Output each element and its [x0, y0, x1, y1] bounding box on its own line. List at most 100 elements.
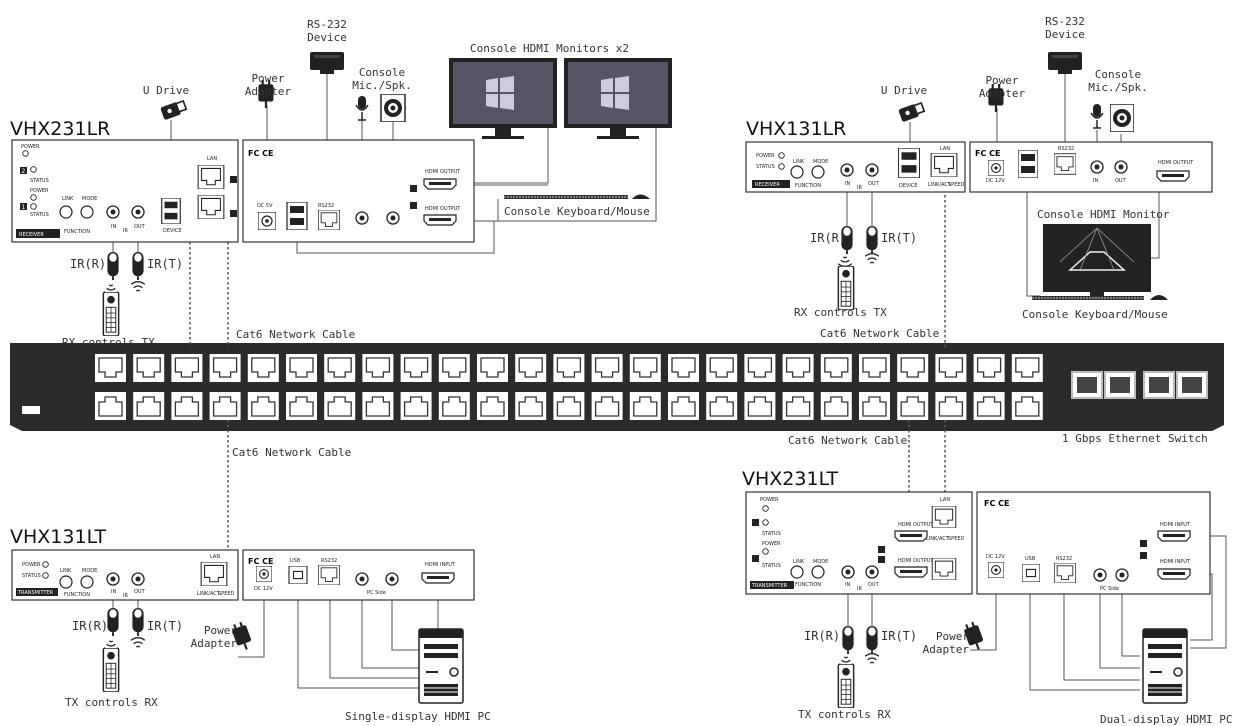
- switch-ethernet-port[interactable]: [324, 354, 356, 382]
- usb-b-port[interactable]: [288, 566, 308, 584]
- switch-ethernet-port[interactable]: [820, 392, 852, 420]
- link-button[interactable]: [790, 165, 804, 179]
- switch-ethernet-port[interactable]: [935, 354, 967, 382]
- switch-ethernet-port[interactable]: [859, 392, 890, 420]
- link-button[interactable]: [59, 575, 73, 589]
- switch-ethernet-port[interactable]: [209, 354, 241, 382]
- mode-button[interactable]: [80, 205, 94, 219]
- switch-ethernet-port[interactable]: [438, 392, 470, 420]
- ir-out-jack[interactable]: [131, 572, 145, 586]
- rs232-port[interactable]: [318, 565, 340, 585]
- switch-ethernet-port[interactable]: [133, 392, 165, 420]
- rs232-port[interactable]: [1054, 563, 1076, 583]
- switch-ethernet-port[interactable]: [1011, 354, 1043, 382]
- hdmi-output-1[interactable]: [423, 214, 457, 226]
- dc-power-jack[interactable]: [988, 562, 1004, 578]
- switch-ethernet-port[interactable]: [515, 392, 547, 420]
- lan-port[interactable]: [930, 153, 958, 177]
- mode-button[interactable]: [811, 565, 825, 579]
- switch-ethernet-port[interactable]: [668, 392, 699, 420]
- ir-in-jack[interactable]: [841, 565, 855, 579]
- ir-out-jack[interactable]: [131, 205, 145, 219]
- switch-ethernet-port[interactable]: [935, 392, 967, 420]
- link-button[interactable]: [790, 565, 804, 579]
- ir-in-jack[interactable]: [106, 205, 120, 219]
- usb-b-port[interactable]: [1022, 564, 1040, 582]
- usb-device-ports[interactable]: [161, 198, 181, 224]
- switch-ethernet-port[interactable]: [362, 354, 394, 382]
- switch-ethernet-port[interactable]: [897, 354, 929, 382]
- hdmi-input-1[interactable]: [1157, 568, 1191, 580]
- switch-ethernet-port[interactable]: [782, 392, 814, 420]
- mic-jack[interactable]: [355, 211, 369, 225]
- usb-device-ports[interactable]: [898, 148, 920, 178]
- dc-power-jack[interactable]: [256, 566, 272, 582]
- usb-console-ports[interactable]: [1018, 150, 1038, 178]
- dc-power-jack[interactable]: [988, 160, 1004, 176]
- dc-power-jack[interactable]: [258, 212, 276, 230]
- switch-ethernet-port[interactable]: [744, 392, 776, 420]
- switch-ethernet-port[interactable]: [820, 354, 852, 382]
- switch-ethernet-port[interactable]: [629, 392, 661, 420]
- switch-ethernet-port[interactable]: [706, 392, 738, 420]
- spk-jack[interactable]: [1114, 160, 1128, 174]
- switch-ethernet-port[interactable]: [171, 354, 203, 382]
- switch-ethernet-port[interactable]: [95, 392, 126, 420]
- switch-ethernet-port[interactable]: [668, 354, 699, 382]
- lan-port-1[interactable]: [931, 558, 957, 580]
- usb-console-ports[interactable]: [286, 202, 308, 230]
- switch-ethernet-port[interactable]: [973, 354, 1005, 382]
- switch-ethernet-port[interactable]: [782, 354, 814, 382]
- hdmi-input-2[interactable]: [1157, 530, 1191, 542]
- switch-ethernet-port[interactable]: [133, 354, 165, 382]
- mic-jack[interactable]: [355, 572, 369, 586]
- switch-ethernet-port[interactable]: [629, 354, 661, 382]
- rs232-port[interactable]: [1054, 153, 1076, 175]
- switch-ethernet-port[interactable]: [286, 392, 317, 420]
- switch-ethernet-port[interactable]: [438, 354, 470, 382]
- switch-ethernet-port[interactable]: [553, 354, 585, 382]
- switch-ethernet-port[interactable]: [477, 354, 508, 382]
- rs232-port[interactable]: [318, 210, 340, 230]
- hdmi-output-2[interactable]: [894, 530, 928, 542]
- lan-port[interactable]: [200, 562, 228, 586]
- switch-ethernet-port[interactable]: [973, 392, 1005, 420]
- mic-jack[interactable]: [1093, 568, 1107, 582]
- switch-ethernet-port[interactable]: [477, 392, 508, 420]
- switch-ethernet-port[interactable]: [247, 354, 279, 382]
- ir-out-jack[interactable]: [865, 565, 879, 579]
- spk-jack[interactable]: [386, 211, 400, 225]
- switch-ethernet-port[interactable]: [95, 354, 126, 382]
- switch-ethernet-port[interactable]: [171, 392, 203, 420]
- spk-jack[interactable]: [385, 572, 399, 586]
- switch-ethernet-port[interactable]: [362, 392, 394, 420]
- switch-ethernet-port[interactable]: [1011, 392, 1043, 420]
- lan-port-2[interactable]: [931, 506, 957, 528]
- switch-ethernet-port[interactable]: [324, 392, 356, 420]
- lan-port-1[interactable]: [197, 195, 225, 219]
- switch-ethernet-port[interactable]: [744, 354, 776, 382]
- mode-button[interactable]: [811, 165, 825, 179]
- hdmi-output-2[interactable]: [423, 178, 457, 190]
- switch-ethernet-port[interactable]: [400, 354, 432, 382]
- switch-ethernet-port[interactable]: [591, 354, 623, 382]
- hdmi-output[interactable]: [1156, 170, 1190, 182]
- mic-jack[interactable]: [1090, 160, 1104, 174]
- switch-ethernet-port[interactable]: [591, 392, 623, 420]
- switch-ethernet-port[interactable]: [515, 354, 547, 382]
- ir-out-jack[interactable]: [865, 163, 879, 177]
- hdmi-input[interactable]: [421, 572, 455, 584]
- switch-ethernet-port[interactable]: [706, 354, 738, 382]
- link-button[interactable]: [59, 205, 73, 219]
- switch-ethernet-port[interactable]: [859, 354, 890, 382]
- ir-in-jack[interactable]: [106, 572, 120, 586]
- switch-ethernet-port[interactable]: [897, 392, 929, 420]
- ir-in-jack[interactable]: [840, 163, 854, 177]
- mode-button[interactable]: [80, 575, 94, 589]
- switch-ethernet-port[interactable]: [247, 392, 279, 420]
- lan-port-2[interactable]: [197, 165, 225, 189]
- switch-ethernet-port[interactable]: [400, 392, 432, 420]
- switch-ethernet-port[interactable]: [553, 392, 585, 420]
- spk-jack[interactable]: [1115, 568, 1129, 582]
- hdmi-output-1[interactable]: [894, 566, 928, 578]
